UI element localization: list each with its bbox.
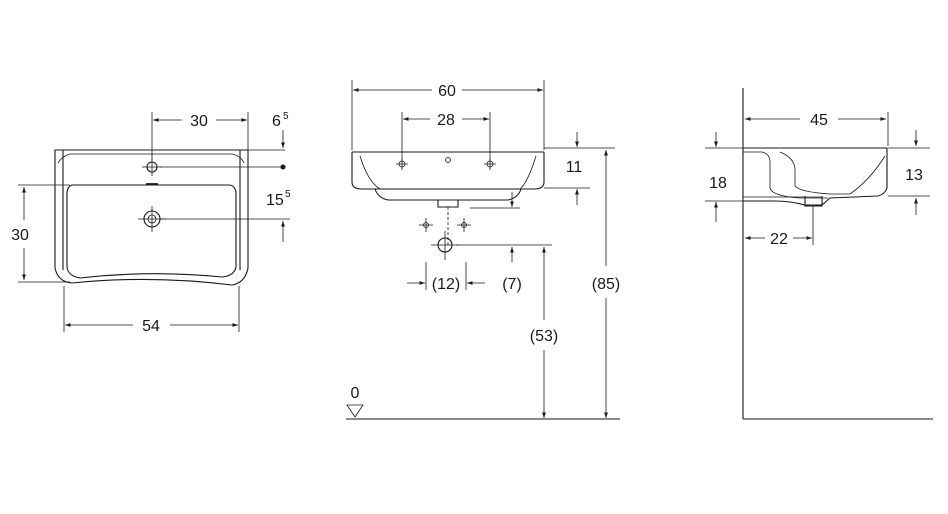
dim-overall-width-label: 60 bbox=[438, 83, 456, 100]
dim-projection-label: 45 bbox=[810, 112, 828, 129]
floor-level: 0 bbox=[346, 385, 620, 420]
dim-height-label: 18 bbox=[709, 175, 727, 192]
dim-waste-height-label: (53) bbox=[530, 328, 558, 345]
dim-waste-from-wall: 22 bbox=[745, 231, 812, 248]
dim-tap-from-edge-label: 6 bbox=[272, 113, 281, 130]
dim-overflow-superscript: 5 bbox=[285, 189, 291, 200]
dim-projection: 45 bbox=[745, 112, 886, 129]
basin-profile bbox=[743, 147, 888, 207]
dim-bowl-depth: 13 bbox=[905, 130, 923, 215]
dim-overflow: 15 5 bbox=[266, 189, 291, 242]
dim-tap-from-edge-superscript: 5 bbox=[283, 111, 289, 122]
dim-depth-label: 30 bbox=[11, 227, 29, 244]
dim-total-height: (85) bbox=[592, 150, 620, 418]
dim-waste-offset: (12) bbox=[407, 276, 485, 293]
dim-waste-drop: (7) bbox=[502, 192, 522, 293]
dim-tap-spacing-label: 28 bbox=[437, 112, 455, 129]
basin-elevation bbox=[351, 151, 545, 245]
dim-waste-drop-label: (7) bbox=[502, 276, 522, 293]
dim-total-height-label: (85) bbox=[592, 276, 620, 293]
dim-bowl-depth-label: 13 bbox=[905, 167, 923, 184]
dim-width: 54 bbox=[65, 318, 238, 335]
dim-waste-from-wall-label: 22 bbox=[770, 231, 788, 248]
dim-waste-offset-label: (12) bbox=[432, 276, 460, 293]
floor-level-label: 0 bbox=[351, 385, 360, 402]
dim-waste-height: (53) bbox=[530, 247, 558, 418]
side-view: 60 28 11 (12) (7) (53) bbox=[346, 80, 620, 420]
basin-outline bbox=[54, 149, 249, 286]
floor-level-triangle-icon bbox=[346, 404, 364, 418]
front-view: 30 6 5 15 5 30 54 bbox=[11, 111, 291, 335]
dim-tap-spacing: 28 bbox=[403, 112, 489, 129]
dim-rim-height: 11 bbox=[566, 132, 583, 205]
dim-tap-from-edge: 6 5 bbox=[272, 111, 289, 148]
dim-overall-width: 60 bbox=[353, 83, 543, 100]
dim-depth: 30 bbox=[11, 187, 29, 280]
dim-height: 18 bbox=[709, 132, 727, 222]
dim-width-label: 54 bbox=[142, 318, 160, 335]
dim-rim-height-label: 11 bbox=[566, 159, 583, 176]
dim-tap-offset-label: 30 bbox=[190, 113, 208, 130]
dim-overflow-label: 15 bbox=[266, 192, 284, 209]
dim-tap-offset: 30 bbox=[153, 113, 247, 130]
wall-and-floor bbox=[742, 88, 933, 420]
supply-connections bbox=[419, 218, 471, 260]
profile-view: 45 18 13 22 bbox=[705, 88, 933, 420]
